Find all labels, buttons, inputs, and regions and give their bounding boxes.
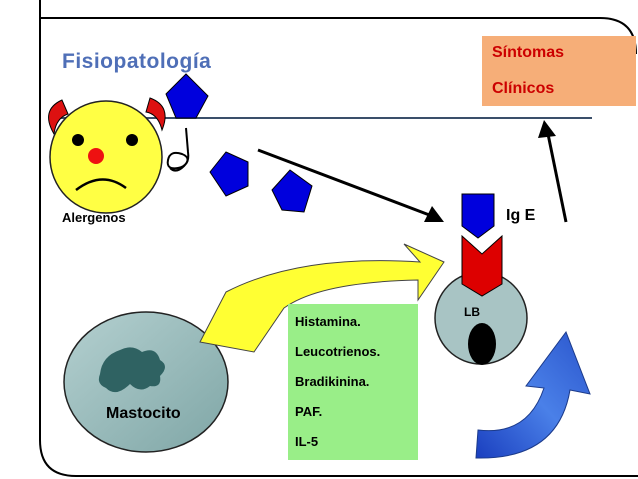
mouth — [75, 178, 127, 191]
slide-title: Fisiopatología — [62, 50, 212, 73]
symptoms-arrow-head — [538, 120, 556, 138]
right-horn — [145, 97, 166, 132]
blue-cycle-arrow — [475, 330, 591, 459]
bound-antigen — [461, 193, 495, 239]
face — [49, 100, 163, 214]
mastocyte-label: Mastocito — [106, 405, 181, 422]
ige-label: Ig E — [506, 207, 536, 224]
symptoms-line-2: Clínicos — [492, 80, 555, 97]
allergen-shape-2 — [209, 151, 249, 197]
allergen-arrow-head — [424, 206, 444, 222]
ige-receptor — [461, 234, 503, 297]
symptoms-line-1: Síntomas — [492, 44, 565, 61]
mediator-item: IL-5 — [295, 434, 319, 449]
mediator-item: Bradikinina. — [295, 374, 370, 389]
symptoms-box: Síntomas Clínicos — [482, 36, 636, 106]
slide-frame — [39, 0, 638, 477]
mediator-item: Leucotrienos. — [295, 344, 381, 359]
right-eye — [126, 134, 138, 146]
devil-tail — [166, 127, 190, 172]
allergen-shape-1 — [165, 73, 209, 119]
allergen-arrow-line — [257, 148, 433, 218]
left-horn — [48, 99, 69, 136]
mediator-item: PAF. — [295, 404, 323, 419]
mastocyte-nucleus — [98, 347, 165, 393]
yellow-release-arrow — [199, 243, 445, 353]
lb-label: LB — [464, 305, 480, 319]
left-eye — [72, 134, 84, 146]
allergen-face — [48, 97, 166, 214]
mediator-item: Histamina. — [295, 314, 361, 329]
lb-nucleus — [468, 323, 496, 365]
mediators-box: Histamina. Leucotrienos. Bradikinina. PA… — [288, 304, 418, 460]
symptoms-arrow-line — [546, 133, 568, 223]
nose — [88, 148, 104, 164]
allergens-label: Alergenos — [62, 210, 126, 225]
allergen-shape-3 — [271, 169, 313, 213]
